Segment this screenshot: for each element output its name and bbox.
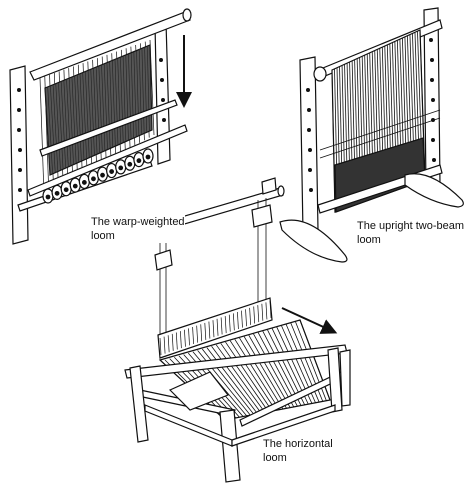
upright-left-foot — [280, 220, 347, 262]
horizontal-leg-back-right — [340, 350, 350, 406]
label-warp-line1: The warp-weighted — [91, 216, 185, 228]
upright-two-beam-loom — [280, 8, 463, 262]
label-upright-two-beam-loom: The upright two-beam loom — [357, 219, 464, 247]
label-warp-line2: loom — [91, 230, 115, 242]
label-upright-line2: loom — [357, 234, 381, 246]
warp-weighted-loom — [10, 9, 192, 244]
horizontal-leg-front-left — [130, 366, 148, 442]
label-upright-line1: The upright two-beam — [357, 220, 464, 232]
horizontal-right-arrow — [282, 308, 338, 334]
loom-weights — [43, 149, 153, 203]
upright-right-foot — [405, 174, 463, 207]
horizontal-leg-front-right — [328, 348, 342, 412]
label-warp-weighted-loom: The warp-weighted loom — [91, 215, 185, 243]
label-horizontal-line2: loom — [263, 452, 287, 464]
label-horizontal-line1: The horizontal — [263, 438, 333, 450]
horizontal-loom — [120, 178, 350, 482]
horizontal-heddle-frame — [158, 298, 272, 358]
warp-loom-left-post — [10, 66, 28, 244]
warp-heddle-bar — [28, 125, 187, 196]
horizontal-treadle — [170, 372, 228, 410]
horizontal-leg-back-left — [220, 410, 240, 482]
label-horizontal-loom: The horizontal loom — [263, 437, 333, 465]
upright-left-post — [300, 57, 318, 233]
